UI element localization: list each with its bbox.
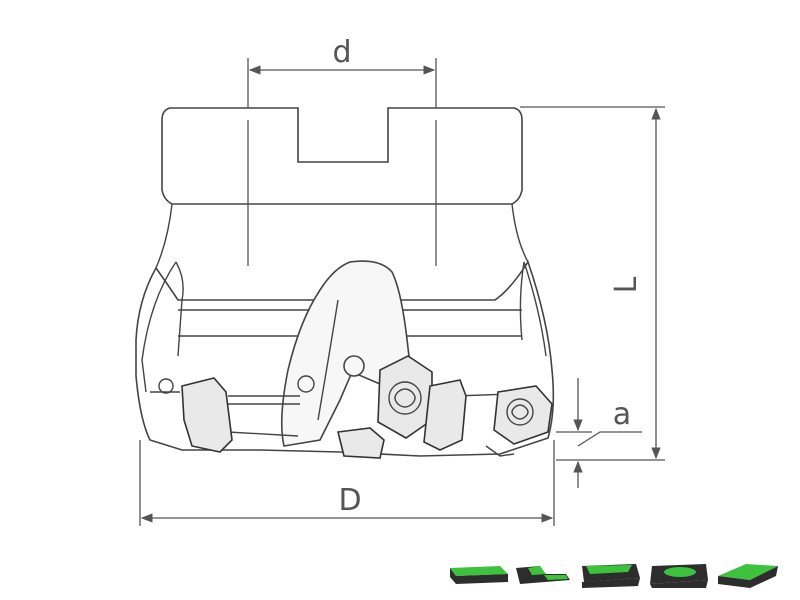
cutter-shank	[161, 107, 523, 205]
dimension-d-label: d	[332, 35, 351, 70]
dimension-a-label: a	[613, 397, 631, 432]
insert-icon-2	[516, 566, 570, 584]
dimension-D: D	[139, 440, 555, 526]
left-flute	[141, 261, 184, 393]
insert-shape-icons	[450, 564, 778, 588]
insert-right-center	[423, 379, 467, 451]
dimension-D-label: D	[338, 483, 361, 518]
dimension-d: d	[247, 35, 437, 108]
dimension-a: a	[556, 378, 642, 488]
insert-icon-1	[450, 566, 508, 584]
torx-screw-right	[506, 398, 534, 426]
insert-right	[493, 385, 553, 445]
cutter-neck	[155, 203, 529, 269]
torx-screw-center	[388, 381, 422, 415]
pocket-hole	[343, 355, 365, 377]
insert-left	[181, 377, 233, 453]
dimension-L: L	[520, 106, 665, 461]
screw-left-center	[297, 375, 315, 393]
insert-center	[377, 355, 433, 439]
center-chip-pocket	[280, 260, 413, 447]
right-flute	[519, 261, 547, 357]
insert-icon-4	[650, 564, 708, 588]
insert-icon-5	[718, 564, 778, 588]
screw-left	[158, 378, 174, 394]
inserts	[158, 355, 553, 459]
dimension-L-label: L	[609, 276, 644, 293]
bore-lines	[247, 120, 437, 266]
insert-icon-3	[582, 564, 640, 588]
insert-left-center	[337, 427, 385, 459]
